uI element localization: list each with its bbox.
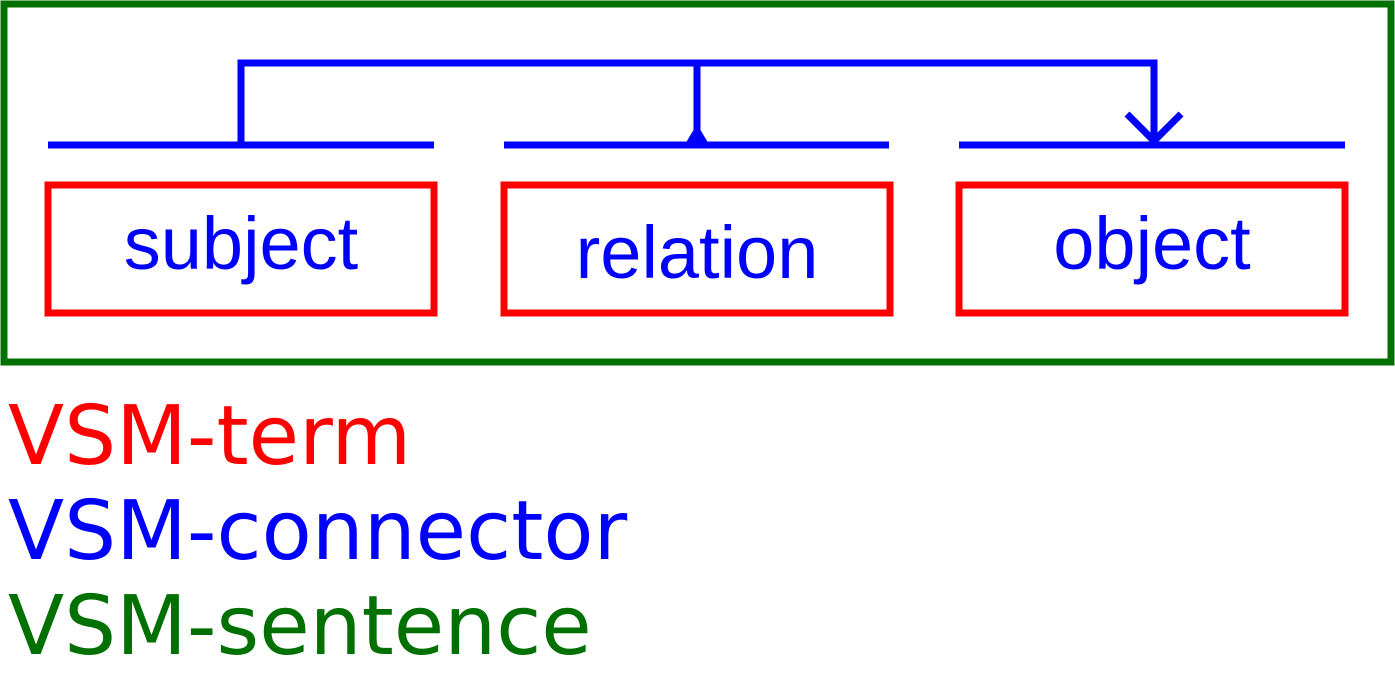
vsm-diagram: subject relation object [0, 0, 1395, 366]
legend-vsm-connector: VSM-connector [8, 484, 628, 579]
object-term-box [955, 181, 1349, 317]
relation-term-box [500, 181, 894, 317]
legend-vsm-sentence: VSM-sentence [8, 579, 592, 674]
sentence-frame [0, 0, 1395, 366]
legend-vsm-term: VSM-term [8, 389, 412, 484]
subject-term-label: subject [124, 202, 359, 285]
relation-tick [684, 124, 710, 146]
arrowhead-icon [1124, 111, 1184, 146]
relation-term-label: relation [576, 211, 819, 294]
subject-term-box [44, 181, 438, 317]
object-term-label: object [1053, 202, 1251, 285]
